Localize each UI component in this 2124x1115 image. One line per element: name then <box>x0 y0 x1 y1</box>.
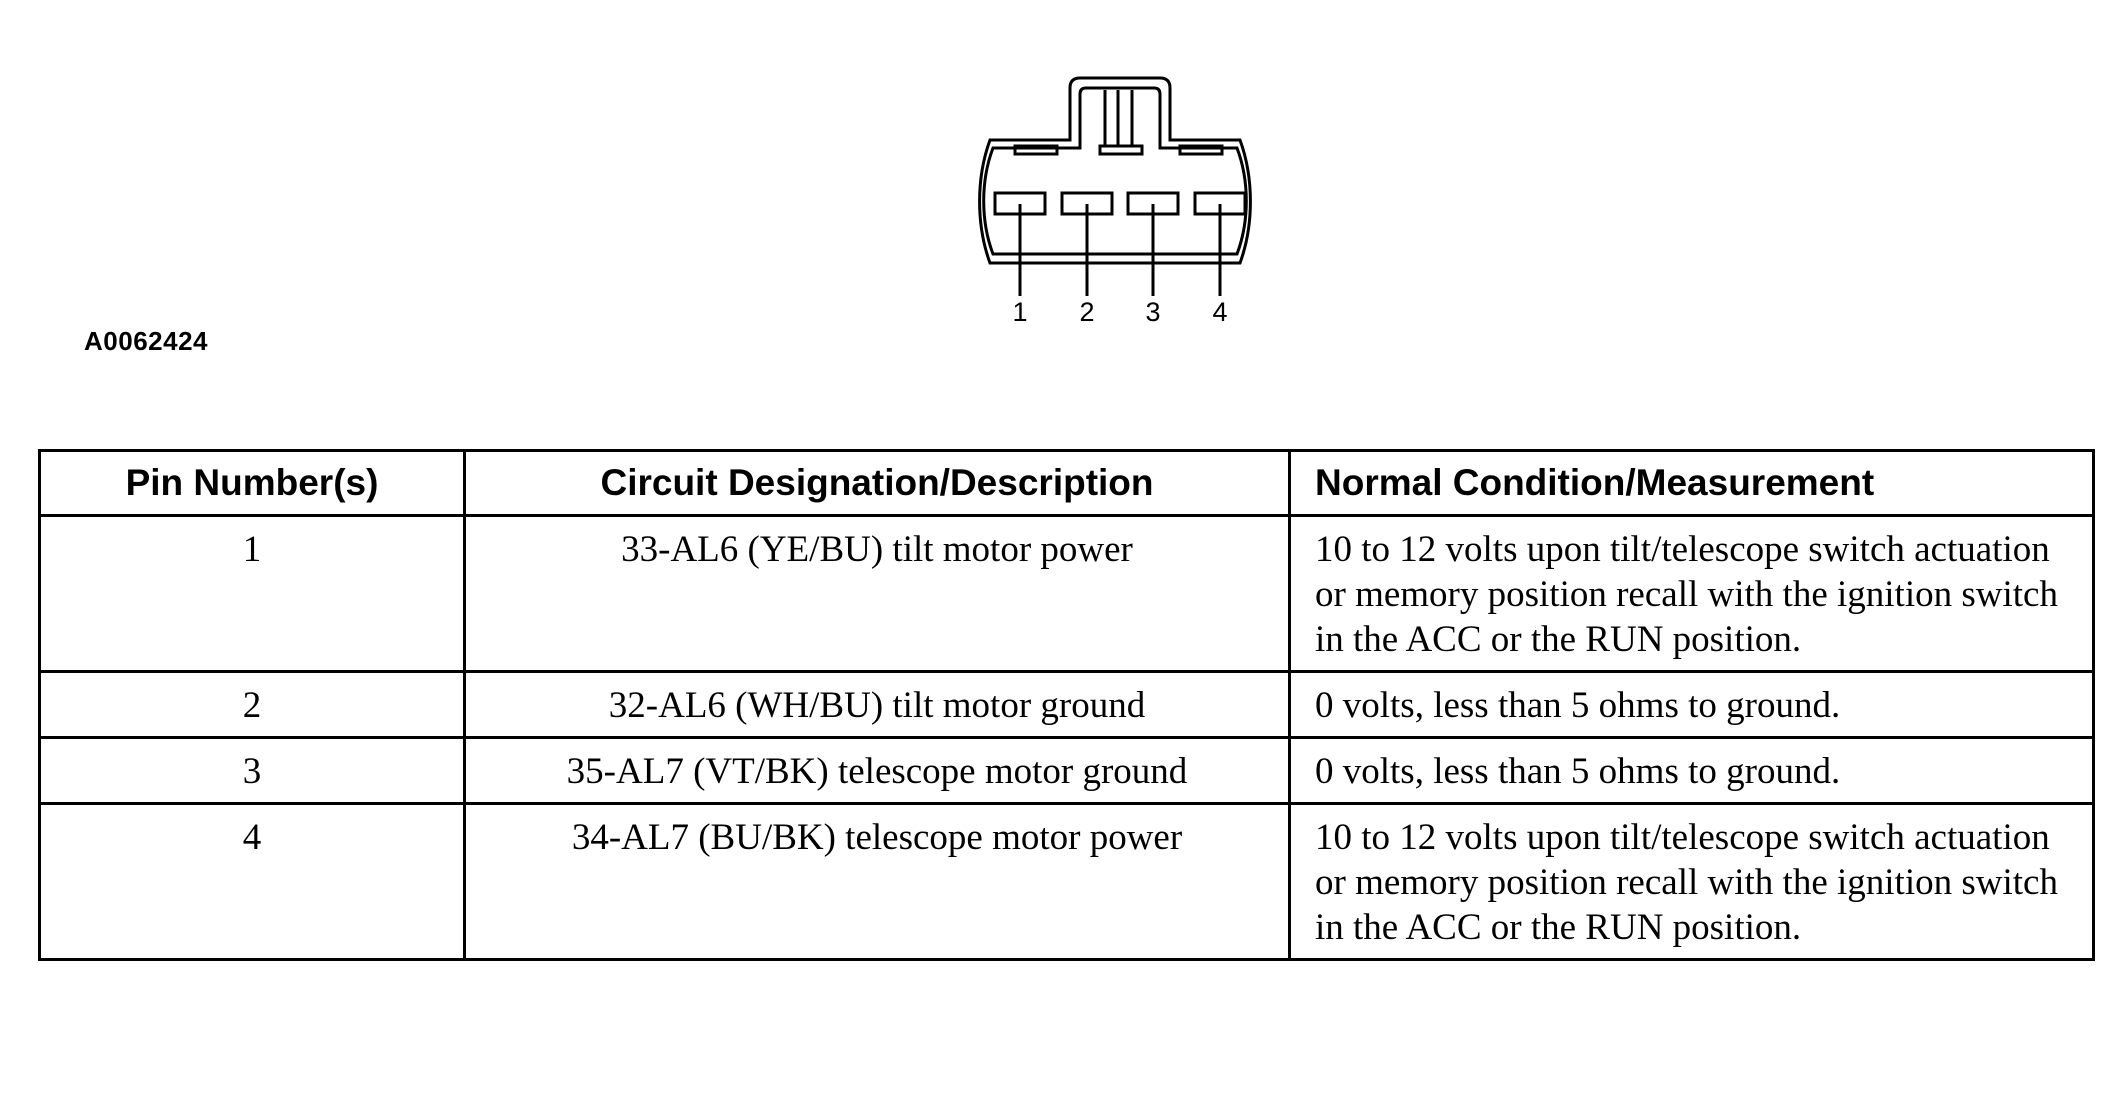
cell-condition: 0 volts, less than 5 ohms to ground. <box>1288 670 2095 739</box>
connector-diagram: 1 2 3 4 <box>978 76 1252 327</box>
pin-label-4: 4 <box>1212 297 1227 327</box>
cell-pin: 2 <box>38 670 466 739</box>
cell-condition: 10 to 12 volts upon tilt/telescope switc… <box>1288 514 2095 673</box>
cell-circuit: 34-AL7 (BU/BK) telescope motor power <box>463 802 1291 961</box>
cell-pin: 3 <box>38 736 466 805</box>
header-circuit-designation: Circuit Designation/Description <box>463 449 1291 517</box>
cell-condition: 0 volts, less than 5 ohms to ground. <box>1288 736 2095 805</box>
cell-circuit: 32-AL6 (WH/BU) tilt motor ground <box>463 670 1291 739</box>
cell-pin: 4 <box>38 802 466 961</box>
cell-condition: 10 to 12 volts upon tilt/telescope switc… <box>1288 802 2095 961</box>
pin-cavities <box>993 191 1247 296</box>
pin-label-1: 1 <box>1012 297 1027 327</box>
cell-circuit: 33-AL6 (YE/BU) tilt motor power <box>463 514 1291 673</box>
table-row: 1 33-AL6 (YE/BU) tilt motor power 10 to … <box>38 514 2095 673</box>
cell-pin: 1 <box>38 514 466 673</box>
table-row: 2 32-AL6 (WH/BU) tilt motor ground 0 vol… <box>38 670 2095 739</box>
cell-circuit: 35-AL7 (VT/BK) telescope motor ground <box>463 736 1291 805</box>
figure-id: A0062424 <box>84 326 208 356</box>
table-header-row: Pin Number(s) Circuit Designation/Descri… <box>38 449 2095 517</box>
pin-label-3: 3 <box>1145 297 1160 327</box>
pin-label-2: 2 <box>1079 297 1094 327</box>
table-row: 3 35-AL7 (VT/BK) telescope motor ground … <box>38 736 2095 805</box>
header-normal-condition: Normal Condition/Measurement <box>1288 449 2095 517</box>
table-row: 4 34-AL7 (BU/BK) telescope motor power 1… <box>38 802 2095 961</box>
connector-housing-inner <box>982 86 1248 256</box>
connector-housing-outer <box>978 76 1252 265</box>
header-pin-numbers: Pin Number(s) <box>38 449 466 517</box>
pin-table: Pin Number(s) Circuit Designation/Descri… <box>38 449 2095 961</box>
